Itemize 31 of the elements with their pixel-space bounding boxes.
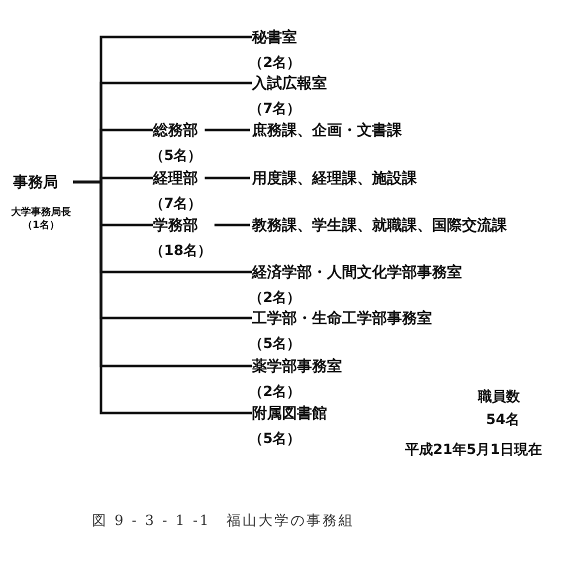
staff-total-label: 職員数 bbox=[478, 388, 520, 406]
staff-count: （7名） bbox=[249, 100, 302, 119]
unit-name: 入試広報室 bbox=[252, 73, 327, 93]
staff-count: （5名） bbox=[249, 430, 302, 449]
head-title: 大学事務局長（1名） bbox=[10, 206, 72, 232]
unit-name: 事務局 bbox=[13, 172, 59, 192]
connector-line bbox=[204, 176, 250, 180]
unit-name: 薬学部事務室 bbox=[252, 356, 342, 376]
connector-line bbox=[204, 128, 250, 132]
unit-name: 教務課、学生課、就職課、国際交流課 bbox=[252, 215, 507, 235]
unit-name: 総務部 bbox=[153, 120, 199, 140]
unit-name: 経済学部・人間文化学部事務室 bbox=[252, 262, 462, 282]
unit-name: 用度課、経理課、施設課 bbox=[252, 168, 417, 188]
unit-name: 経理部 bbox=[153, 168, 199, 188]
staff-count: （5名） bbox=[150, 147, 202, 166]
unit-name: 秘書室 bbox=[252, 27, 298, 47]
figure-caption: 図 9 - 3 - 1 -1 福山大学の事務組 bbox=[92, 512, 355, 530]
staff-count: （2名） bbox=[249, 383, 302, 402]
connector-line bbox=[214, 224, 250, 226]
unit-name: 学務部 bbox=[153, 215, 199, 235]
staff-total: 54名 bbox=[486, 411, 520, 429]
unit-name: 庶務課、企画・文書課 bbox=[252, 120, 402, 140]
staff-count: （18名） bbox=[150, 242, 212, 261]
staff-count: （5名） bbox=[249, 335, 302, 354]
unit-name: 工学部・生命工学部事務室 bbox=[252, 308, 432, 328]
connector-line bbox=[73, 180, 252, 414]
unit-name: 附属図書館 bbox=[252, 403, 327, 423]
staff-count: （7名） bbox=[150, 195, 202, 214]
date-note: 平成21年5月1日現在 bbox=[405, 441, 542, 459]
staff-count: （2名） bbox=[249, 54, 301, 73]
staff-count: （2名） bbox=[249, 289, 302, 308]
